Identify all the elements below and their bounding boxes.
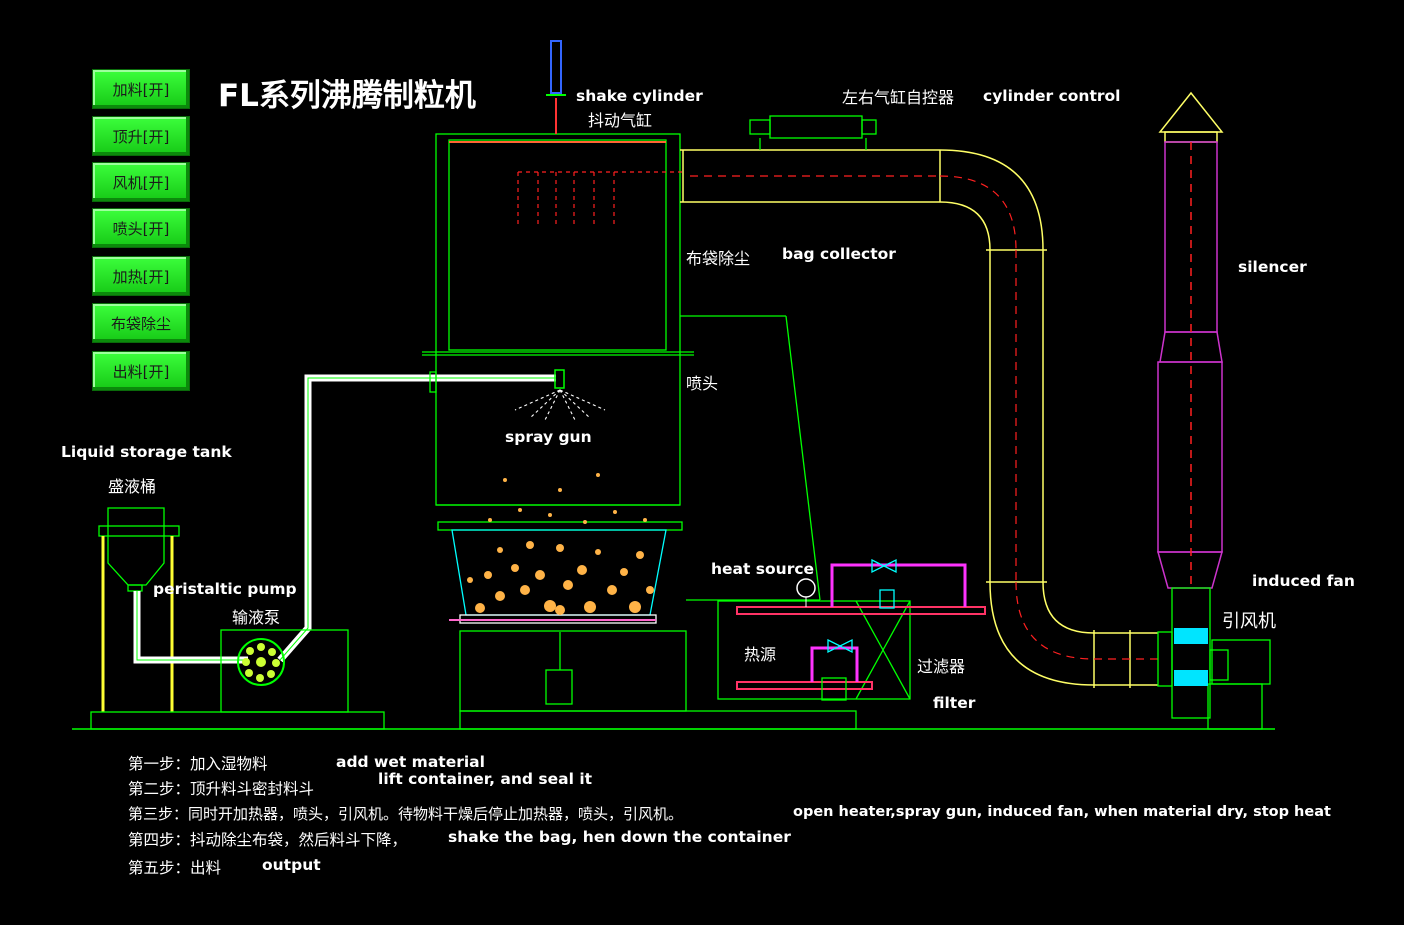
- step-5-cn: 第五步：出料: [128, 859, 222, 877]
- duct-centerline: [690, 175, 1158, 660]
- fan-outlet: [1174, 670, 1208, 686]
- heat-source-label-cn: 热源: [744, 645, 777, 664]
- fan-inlet: [1174, 628, 1208, 644]
- step-3-en: open heater,spray gun, induced fan, when…: [793, 804, 1331, 820]
- step-1-en: add wet material: [336, 753, 485, 771]
- granulator-body: [422, 133, 857, 730]
- silencer-label: silencer: [1238, 258, 1307, 276]
- pressure-gauge-icon: [796, 578, 816, 607]
- step-5-en: output: [262, 856, 321, 874]
- step-4-en: shake the bag, hen down the container: [448, 828, 791, 846]
- filter-label-en: filter: [933, 694, 976, 712]
- nozzle-label-cn: 喷头: [686, 374, 719, 393]
- feed-on-button[interactable]: 加料[开]: [92, 69, 190, 109]
- induced-fan-label-cn: 引风机: [1222, 611, 1276, 632]
- shake-cylinder: [546, 40, 566, 134]
- shake-cylinder-label-cn: 抖动气缸: [588, 111, 653, 130]
- cylinder-control-icon: [749, 115, 877, 150]
- heat-source-label-en: heat source: [711, 560, 815, 578]
- bag-dedust-button[interactable]: 布袋除尘: [92, 303, 190, 343]
- bag-collector-label-en: bag collector: [782, 245, 896, 263]
- heater-pipe: [810, 563, 967, 682]
- liquid-tank-label-cn: 盛液桶: [108, 477, 157, 496]
- page-title: FL系列沸腾制粒机: [218, 78, 476, 114]
- fan-on-button[interactable]: 风机[开]: [92, 162, 190, 202]
- cylinder-control-label-cn: 左右气缸自控器: [842, 88, 955, 107]
- pump-label-en: peristaltic pump: [153, 580, 297, 598]
- step-2-cn: 第二步：顶升料斗密封料斗: [128, 780, 315, 798]
- bag-collector-label-cn: 布袋除尘: [686, 249, 751, 268]
- pump-housing: [220, 629, 349, 713]
- tank-base: [90, 711, 385, 730]
- liquid-pipe-upper: [277, 374, 556, 663]
- valve-icon: [827, 558, 897, 654]
- step-3-cn: 第三步：同时开加热器，喷头，引风机。待物料干燥后停止加热器，喷头，引风机。: [128, 805, 684, 823]
- granule-particles: [467, 473, 654, 615]
- silencer: [1157, 91, 1224, 590]
- heat-on-button[interactable]: 加热[开]: [92, 256, 190, 296]
- heater-lower-tube: [736, 681, 873, 690]
- filter-label-cn: 过滤器: [917, 657, 966, 676]
- spray-gun-label: spray gun: [505, 428, 592, 446]
- cylinder-control-label-en: cylinder control: [983, 87, 1121, 105]
- induced-fan: [1157, 587, 1271, 730]
- spray-on-button[interactable]: 喷头[开]: [92, 208, 190, 248]
- lift-on-button[interactable]: 顶升[开]: [92, 116, 190, 156]
- discharge-on-button[interactable]: 出料[开]: [92, 351, 190, 391]
- pump-label-cn: 输液泵: [232, 608, 281, 627]
- step-1-cn: 第一步：加入湿物料: [128, 755, 268, 773]
- liquid-storage-tank: [98, 507, 180, 592]
- heater-upper-tube: [736, 606, 986, 615]
- induced-fan-label-en: induced fan: [1252, 572, 1355, 590]
- step-2-en: lift container, and seal it: [378, 770, 593, 788]
- spray-gun-icon: [514, 369, 606, 421]
- step-4-cn: 第四步：抖动除尘布袋，然后料斗下降，: [128, 831, 408, 849]
- peristaltic-pump-icon: [237, 638, 285, 686]
- shake-cylinder-label-en: shake cylinder: [576, 87, 703, 105]
- liquid-tank-label-en: Liquid storage tank: [61, 443, 232, 461]
- bag-filter-dashes: [517, 171, 686, 225]
